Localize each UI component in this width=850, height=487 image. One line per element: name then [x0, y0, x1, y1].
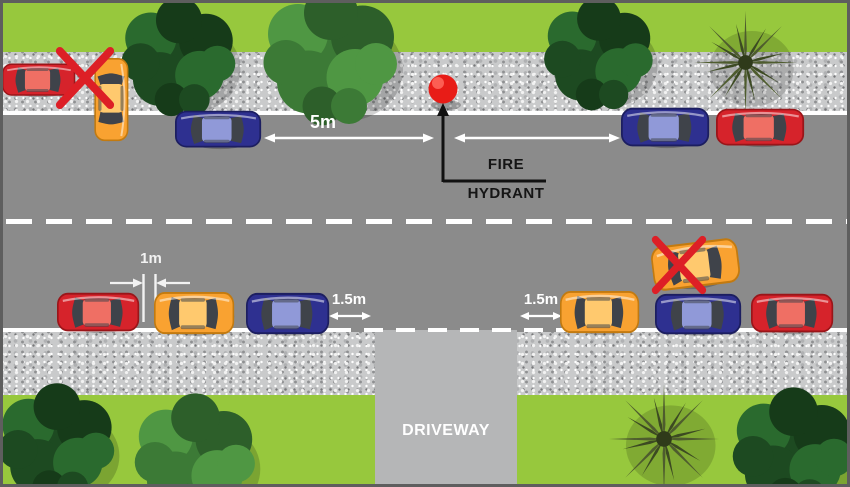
- palm-tree-icon: [693, 10, 798, 115]
- tree-icon: [0, 378, 122, 487]
- car-bottom-red-right: [751, 292, 834, 335]
- car-footpath-red-crossed: [2, 62, 76, 98]
- driveway: [375, 330, 517, 487]
- distance-arrow-1-5m-right: [520, 312, 562, 320]
- distance-label-1-5m-right: 1.5m: [523, 291, 559, 308]
- car-top-red-right: [716, 107, 805, 148]
- distance-label-1-5m-left: 1.5m: [331, 291, 367, 308]
- footpath-bottom-right: [517, 332, 850, 395]
- car-bottom-blue-left: [246, 291, 330, 337]
- car-bottom-orange-right: [560, 289, 640, 336]
- driveway-label: DRIVEWAY: [402, 422, 490, 439]
- fire-hydrant-label-line1: FIRE: [487, 156, 525, 173]
- road-edge-dashed-driveway: [332, 328, 563, 332]
- tree-icon: [538, 0, 660, 114]
- fire-hydrant-arrow: [437, 103, 546, 183]
- car-top-blue-left: [175, 109, 262, 150]
- no-parking-cross-double-parked: [651, 235, 707, 295]
- fire-hydrant-label-line2: HYDRANT: [467, 185, 545, 202]
- road-edge-line-top: [0, 111, 850, 115]
- distance-arrow-5m: [264, 133, 434, 143]
- tree-icon: [115, 0, 243, 120]
- distance-label-5m: 5m: [309, 112, 336, 132]
- tree-icon: [726, 382, 850, 487]
- road-center-dashed-line: [6, 219, 850, 224]
- car-bottom-blue-right: [655, 292, 742, 337]
- fire-hydrant-icon: [428, 74, 546, 183]
- distance-arrow-hydrant-right: [454, 133, 620, 143]
- car-top-blue-right: [621, 106, 710, 149]
- car-bottom-red-left: [57, 291, 140, 334]
- tree-icon: [128, 388, 263, 487]
- tree-icon: [256, 0, 406, 130]
- distance-label-1m: 1m: [140, 250, 162, 267]
- car-bottom-orange-left: [154, 290, 235, 337]
- no-parking-cross-footpath: [55, 46, 115, 110]
- palm-tree-icon: [608, 383, 720, 487]
- distance-arrow-1-5m-left: [329, 312, 371, 320]
